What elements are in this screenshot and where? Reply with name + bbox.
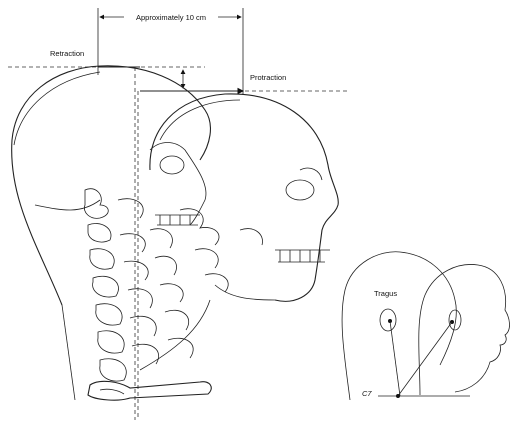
inset-figure [342, 252, 509, 400]
inset-ear-front [449, 310, 461, 330]
protracted-skull-outline [140, 94, 338, 370]
measure-label: Approximately 10 cm [136, 13, 206, 22]
clavicle [88, 381, 211, 400]
c7-label: C7 [362, 389, 372, 398]
retracted-skull-face [150, 143, 206, 226]
protraction-label: Protraction [250, 73, 286, 82]
inset-ear-back [380, 309, 396, 331]
tragus-label: Tragus [374, 289, 397, 298]
c7-point [396, 394, 400, 398]
retraction-label: Retraction [50, 49, 84, 58]
cervical-spine [84, 189, 228, 381]
